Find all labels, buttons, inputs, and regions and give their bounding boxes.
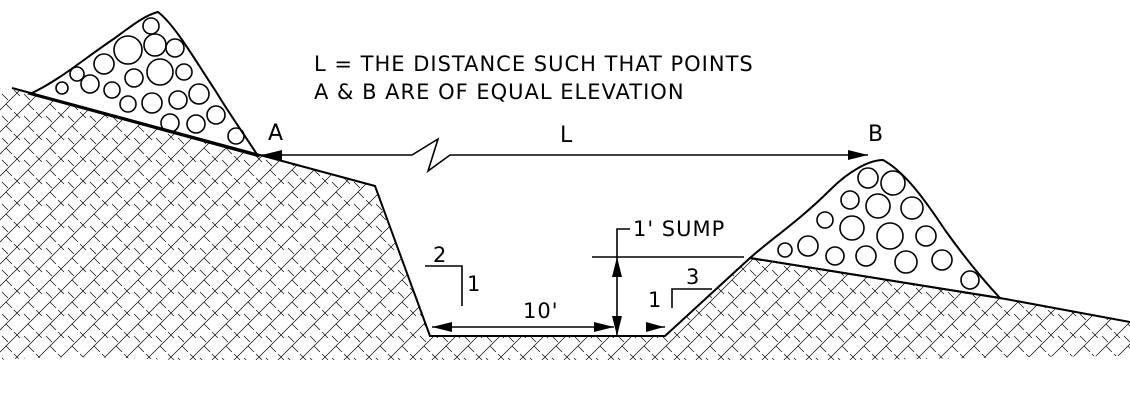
- left-slope-rise-label: 1: [467, 272, 481, 296]
- dimension-bottom-width: [432, 322, 665, 332]
- bottom-width-label: 10': [523, 299, 559, 323]
- dimension-sump: [592, 228, 744, 336]
- distance-l-label: L: [560, 123, 573, 148]
- spoil-pile-left: [27, 10, 261, 158]
- slope-indicator-right: [671, 288, 712, 308]
- point-b-label: B: [868, 122, 883, 147]
- right-slope-rise-label: 1: [648, 288, 662, 312]
- dimension-l: [262, 137, 868, 174]
- spoil-pile-right: [747, 158, 1003, 300]
- point-a-label: A: [268, 121, 283, 146]
- right-slope-run-label: 3: [686, 265, 700, 289]
- note-line-2: A & B ARE OF EQUAL ELEVATION: [314, 80, 685, 104]
- ground-hatching: [0, 88, 1130, 408]
- slope-indicator-left: [425, 265, 463, 306]
- note-line-1: L = THE DISTANCE SUCH THAT POINTS: [314, 52, 754, 76]
- sump-label: 1' SUMP: [633, 217, 725, 241]
- left-slope-run-label: 2: [433, 243, 447, 267]
